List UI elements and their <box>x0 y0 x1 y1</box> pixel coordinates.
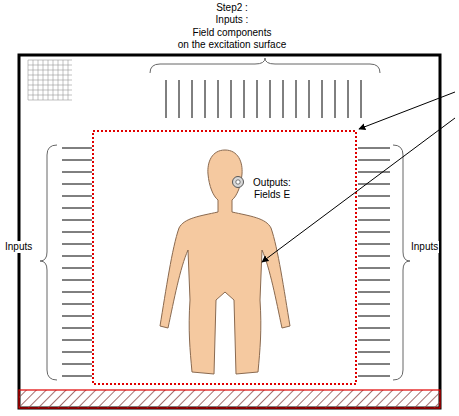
tick-line <box>322 80 323 118</box>
tick-line <box>62 172 92 173</box>
tick-line <box>62 220 92 221</box>
tick-line <box>62 232 92 233</box>
tick-line <box>205 80 206 118</box>
tick-line <box>358 340 390 341</box>
tick-line <box>358 148 390 149</box>
leader-arrow <box>262 118 455 262</box>
tick-line <box>62 256 92 257</box>
outer-boundary <box>19 55 440 408</box>
tick-line <box>361 80 362 118</box>
tick-line <box>179 80 180 118</box>
tick-line <box>62 184 92 185</box>
tick-line <box>358 352 390 353</box>
mesh-line <box>28 60 72 61</box>
tick-line <box>62 328 92 329</box>
tick-line <box>358 184 390 185</box>
tick-line <box>358 376 390 377</box>
tick-line <box>358 208 390 209</box>
input-label: Inputs <box>4 241 33 253</box>
tick-line <box>62 316 92 317</box>
tick-line <box>62 208 92 209</box>
tick-line <box>62 304 92 305</box>
tick-line <box>358 364 390 365</box>
tick-line <box>62 352 92 353</box>
mesh-line <box>28 75 72 76</box>
tick-line <box>358 172 390 173</box>
top-brace <box>150 58 380 73</box>
excitation-surface <box>93 131 356 384</box>
step-title: on the excitation surface <box>178 39 286 51</box>
tick-line <box>358 316 390 317</box>
tick-line <box>218 80 219 118</box>
tick-line <box>62 148 92 149</box>
mesh-grid <box>28 60 72 100</box>
tick-line <box>62 340 92 341</box>
tick-line <box>62 364 92 365</box>
mesh-line <box>28 100 72 101</box>
tick-line <box>296 80 297 118</box>
tick-line <box>358 280 390 281</box>
tick-line <box>62 196 92 197</box>
tick-line <box>358 292 390 293</box>
tick-line <box>358 244 390 245</box>
right-brace <box>393 145 410 380</box>
tick-line <box>283 80 284 118</box>
mesh-line <box>28 80 72 81</box>
tick-line <box>62 376 92 377</box>
left-brace <box>40 145 57 380</box>
tick-line <box>358 220 390 221</box>
input-label: Inputs <box>410 241 439 253</box>
tick-line <box>62 160 92 161</box>
tick-line <box>62 292 92 293</box>
output-label: Outputs: Fields E <box>247 177 297 201</box>
step-title: Step2 : <box>216 2 248 14</box>
tick-line <box>358 160 390 161</box>
step-title: Field components <box>193 27 272 39</box>
mesh-line <box>28 90 72 91</box>
tick-line <box>358 232 390 233</box>
tick-line <box>270 80 271 118</box>
tick-line <box>257 80 258 118</box>
mesh-line <box>28 70 72 71</box>
excitation-ticks <box>62 80 390 376</box>
mesh-line <box>28 85 72 86</box>
tick-line <box>335 80 336 118</box>
tick-line <box>192 80 193 118</box>
tick-line <box>358 196 390 197</box>
mesh-line <box>28 95 72 96</box>
tick-line <box>358 268 390 269</box>
probe-point <box>233 177 244 188</box>
step-title: Inputs : <box>216 14 249 26</box>
probe-center <box>236 180 240 184</box>
ground-plane <box>19 390 440 408</box>
tick-line <box>358 256 390 257</box>
tick-line <box>244 80 245 118</box>
tick-line <box>62 280 92 281</box>
leader-arrow <box>359 92 455 129</box>
tick-line <box>358 328 390 329</box>
tick-line <box>62 268 92 269</box>
tick-line <box>231 80 232 118</box>
tick-line <box>62 244 92 245</box>
tick-line <box>309 80 310 118</box>
tick-line <box>358 304 390 305</box>
tick-line <box>348 80 349 118</box>
mesh-line <box>28 65 72 66</box>
tick-line <box>166 80 167 118</box>
